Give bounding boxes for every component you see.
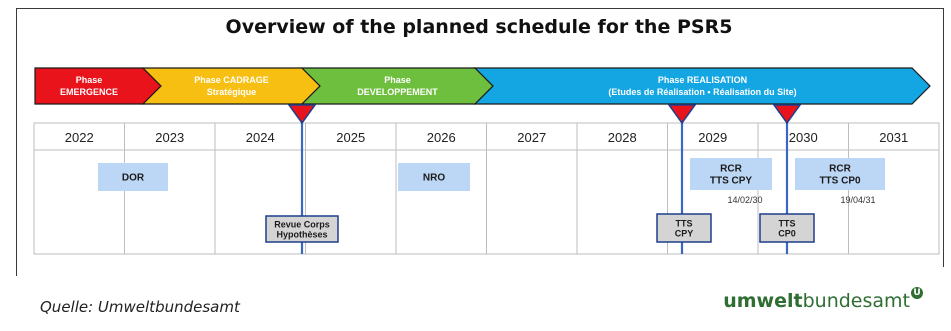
schedule-item-label: Hypothèses — [276, 230, 327, 240]
year-label: 2031 — [879, 130, 908, 145]
schedule-item-label: NRO — [423, 173, 445, 184]
schedule-item-box — [795, 158, 885, 190]
year-label: 2025 — [336, 130, 365, 145]
schedule-item-label: TTS CP0 — [819, 176, 861, 187]
phase-label-line2: (Etudes de Réalisation • Réalisation du … — [608, 87, 796, 97]
schedule-item-label: RCR — [829, 164, 851, 175]
frame-edge — [16, 266, 17, 276]
schedule-item-label: CPY — [675, 229, 694, 239]
year-label: 2029 — [698, 130, 727, 145]
year-label: 2022 — [65, 130, 94, 145]
schedule-item-label: Revue Corps — [274, 220, 330, 230]
phase-label-line2: EMERGENCE — [60, 87, 118, 97]
milestone-triangle-icon — [667, 104, 697, 125]
schedule-item-label: DOR — [122, 173, 145, 184]
phase-arrow-shape — [300, 67, 494, 105]
milestone-date: 14/02/30 — [727, 195, 762, 205]
phase-label-line2: DEVELOPPEMENT — [357, 87, 438, 97]
year-label: 2030 — [789, 130, 818, 145]
milestone-triangle-icon — [772, 104, 802, 125]
phase-label-line2: Stratégique — [207, 87, 257, 97]
logo-word-bold: umwelt — [723, 290, 803, 312]
milestone-date: 19/04/31 — [840, 195, 875, 205]
schedule-item: DOR — [98, 163, 168, 191]
phase-label-line1: Phase — [76, 75, 103, 85]
schedule-item-label: CP0 — [778, 229, 796, 239]
schedule-item: NRO — [398, 163, 470, 191]
phase-arrow-shape — [34, 67, 162, 105]
year-label: 2023 — [155, 130, 184, 145]
phase-label-line1: Phase CADRAGE — [194, 75, 269, 85]
schedule-item-box — [690, 158, 772, 190]
milestone-triangle-icon — [287, 104, 317, 125]
phase-arrow: Phase REALISATION (Etudes de Réalisation … — [473, 67, 931, 105]
schedule-item-label: TTS — [779, 219, 796, 229]
schedule-item-box — [759, 213, 815, 243]
year-label: 2027 — [517, 130, 546, 145]
schedule-item-box — [265, 215, 339, 243]
phase-arrow-shape — [141, 67, 321, 105]
phase-label-line1: Phase — [384, 75, 411, 85]
schedule-item-label: TTS — [676, 219, 693, 229]
schedule-item-label: TTS CPY — [710, 176, 753, 187]
phase-label-line1: Phase REALISATION — [658, 75, 747, 85]
year-label: 2024 — [246, 130, 275, 145]
logo-word-thin: bundesamt — [802, 290, 910, 312]
source-caption: Quelle: Umweltbundesamt — [40, 298, 240, 316]
phase-arrow-shape — [473, 67, 931, 105]
phase-arrow: Phase CADRAGE Stratégique — [141, 67, 321, 105]
figure-title: Overview of the planned schedule for the… — [225, 16, 733, 38]
logo-mark-icon: U — [911, 287, 923, 299]
schedule-item-box — [656, 213, 712, 243]
schedule-item-box — [398, 163, 470, 191]
year-label: 2028 — [608, 130, 637, 145]
year-label: 2026 — [427, 130, 456, 145]
figure-frame — [16, 8, 944, 267]
schedule-item-label: RCR — [720, 164, 742, 175]
schedule-item-box — [98, 163, 168, 191]
